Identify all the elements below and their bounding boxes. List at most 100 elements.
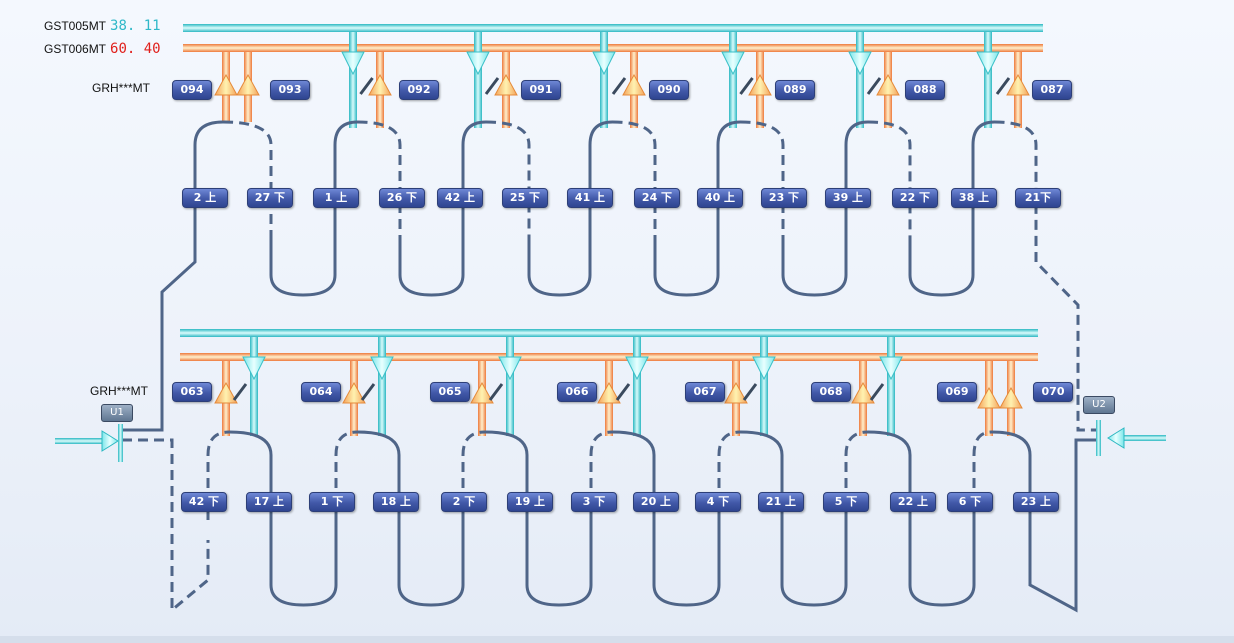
bottom-loop-tag[interactable]: 4 下 <box>695 492 741 512</box>
unit-left-tag[interactable]: U1 <box>101 404 133 422</box>
bottom-loop-tag[interactable]: 17 上 <box>246 492 292 512</box>
tube-coil-solid <box>461 430 486 520</box>
bottom-loop-tag[interactable]: 21 上 <box>758 492 804 512</box>
tube-coil-solid <box>589 430 613 520</box>
tube-coil-dashed <box>229 430 273 520</box>
top-loop-tag[interactable]: 41 上 <box>567 188 613 208</box>
up-arrow-icon <box>999 386 1023 409</box>
bottom-loop-tag[interactable]: 6 下 <box>947 492 993 512</box>
bottom-loop-tag[interactable]: 23 上 <box>1013 492 1059 512</box>
valve-icon <box>232 383 248 401</box>
tube-valley <box>908 238 975 297</box>
up-arrow-icon <box>851 381 875 404</box>
top-loop-tag[interactable]: 22 下 <box>892 188 938 208</box>
top-loop-tag[interactable]: 1 上 <box>313 188 359 208</box>
up-arrow-icon <box>622 73 646 96</box>
tube-coil-solid <box>717 430 741 520</box>
top-loop-tag[interactable]: 2 上 <box>182 188 228 208</box>
inlet-arrow-right <box>1096 420 1166 456</box>
valve-icon <box>484 77 500 95</box>
up-arrow-icon <box>876 73 900 96</box>
top-valve-tag[interactable]: 088 <box>905 80 945 100</box>
top-hot-header-pipe <box>183 44 1043 52</box>
bottom-loop-tag[interactable]: 5 下 <box>823 492 869 512</box>
top-loop-tag[interactable]: 40 上 <box>697 188 743 208</box>
bottom-valve-tag[interactable]: 066 <box>557 382 597 402</box>
up-arrow-icon <box>494 73 518 96</box>
up-arrow-icon <box>214 381 238 404</box>
tube-valley <box>397 520 465 607</box>
top-loop-tag[interactable]: 42 上 <box>437 188 483 208</box>
top-valve-tag[interactable]: 090 <box>649 80 689 100</box>
tube-coil-solid <box>971 120 995 238</box>
top-loop-tag[interactable]: 38 上 <box>951 188 997 208</box>
tube-coil-solid <box>334 430 358 520</box>
bottom-valve-tag[interactable]: 065 <box>430 382 470 402</box>
top-valve-tag[interactable]: 094 <box>172 80 212 100</box>
top-valve-tag[interactable]: 092 <box>399 80 439 100</box>
bottom-loop-tag[interactable]: 22 上 <box>890 492 936 512</box>
down-arrow-icon <box>752 356 776 381</box>
tube-coil-solid <box>333 120 358 238</box>
tube-coil-solid <box>588 120 613 238</box>
tube-valley <box>908 520 976 607</box>
top-cold-header-pipe <box>183 24 1043 32</box>
gst006-value: 60. 40 <box>110 41 161 57</box>
top-loop-tag[interactable]: 24 下 <box>634 188 680 208</box>
bottom-loop-tag[interactable]: 2 下 <box>441 492 487 512</box>
valve-icon <box>866 77 882 95</box>
tube-coil-dashed <box>222 120 273 238</box>
bottom-valve-tag[interactable]: 064 <box>301 382 341 402</box>
top-valve-tag[interactable]: 093 <box>270 80 310 100</box>
valve-icon <box>739 77 754 95</box>
cold-riser-pipe <box>984 32 992 128</box>
tube-valley <box>525 520 593 607</box>
tube-coil-dashed <box>484 430 529 520</box>
bottom-loop-tag[interactable]: 42 下 <box>181 492 227 512</box>
bottom-valve-tag[interactable]: 070 <box>1033 382 1073 402</box>
down-arrow-icon <box>498 356 522 381</box>
top-valve-tag[interactable]: 087 <box>1032 80 1072 100</box>
tube-coil-dashed <box>740 120 785 238</box>
crossover-tube-left <box>122 238 197 432</box>
tube-coil-solid <box>716 120 741 238</box>
crossover-tube-right <box>1034 236 1098 432</box>
top-valve-tag[interactable]: 091 <box>521 80 561 100</box>
top-loop-tag[interactable]: 25 下 <box>502 188 548 208</box>
top-loop-tag[interactable]: 26 下 <box>379 188 425 208</box>
valve-icon <box>869 383 885 401</box>
bottom-loop-tag[interactable]: 3 下 <box>571 492 617 512</box>
tube-coil-dashed <box>740 430 784 520</box>
bottom-loop-tag[interactable]: 1 下 <box>309 492 355 512</box>
bottom-loop-tag[interactable]: 19 上 <box>507 492 553 512</box>
valve-icon <box>488 383 504 401</box>
status-strip <box>0 636 1234 643</box>
top-loop-tag[interactable]: 39 上 <box>825 188 871 208</box>
cold-riser-pipe <box>474 32 482 128</box>
bottom-valve-tag[interactable]: 063 <box>172 382 212 402</box>
down-arrow-icon <box>848 51 872 76</box>
up-arrow-icon <box>368 73 392 96</box>
tube-valley <box>398 238 465 297</box>
tube-coil-solid <box>193 120 224 238</box>
bottom-loop-tag[interactable]: 18 上 <box>373 492 419 512</box>
bottom-valve-tag[interactable]: 068 <box>811 382 851 402</box>
top-loop-tag[interactable]: 27 下 <box>247 188 293 208</box>
tube-coil-dashed <box>994 120 1038 238</box>
top-loop-tag[interactable]: 21下 <box>1015 188 1061 208</box>
down-arrow-icon <box>592 51 616 76</box>
grh-bottom-label: GRH***MT <box>90 384 149 398</box>
unit-right-tag[interactable]: U2 <box>1083 396 1115 414</box>
cold-riser-pipe <box>600 32 608 128</box>
bottom-loop-tag[interactable]: 20 上 <box>633 492 679 512</box>
bottom-valve-tag[interactable]: 067 <box>685 382 725 402</box>
top-loop-tag[interactable]: 23 下 <box>761 188 807 208</box>
top-tube-coils <box>193 120 1038 297</box>
down-arrow-icon <box>625 356 649 381</box>
top-valve-tag[interactable]: 089 <box>775 80 815 100</box>
cold-riser-pipe <box>887 337 895 436</box>
cold-riser-pipe <box>250 337 258 436</box>
bottom-valve-tag[interactable]: 069 <box>937 382 977 402</box>
